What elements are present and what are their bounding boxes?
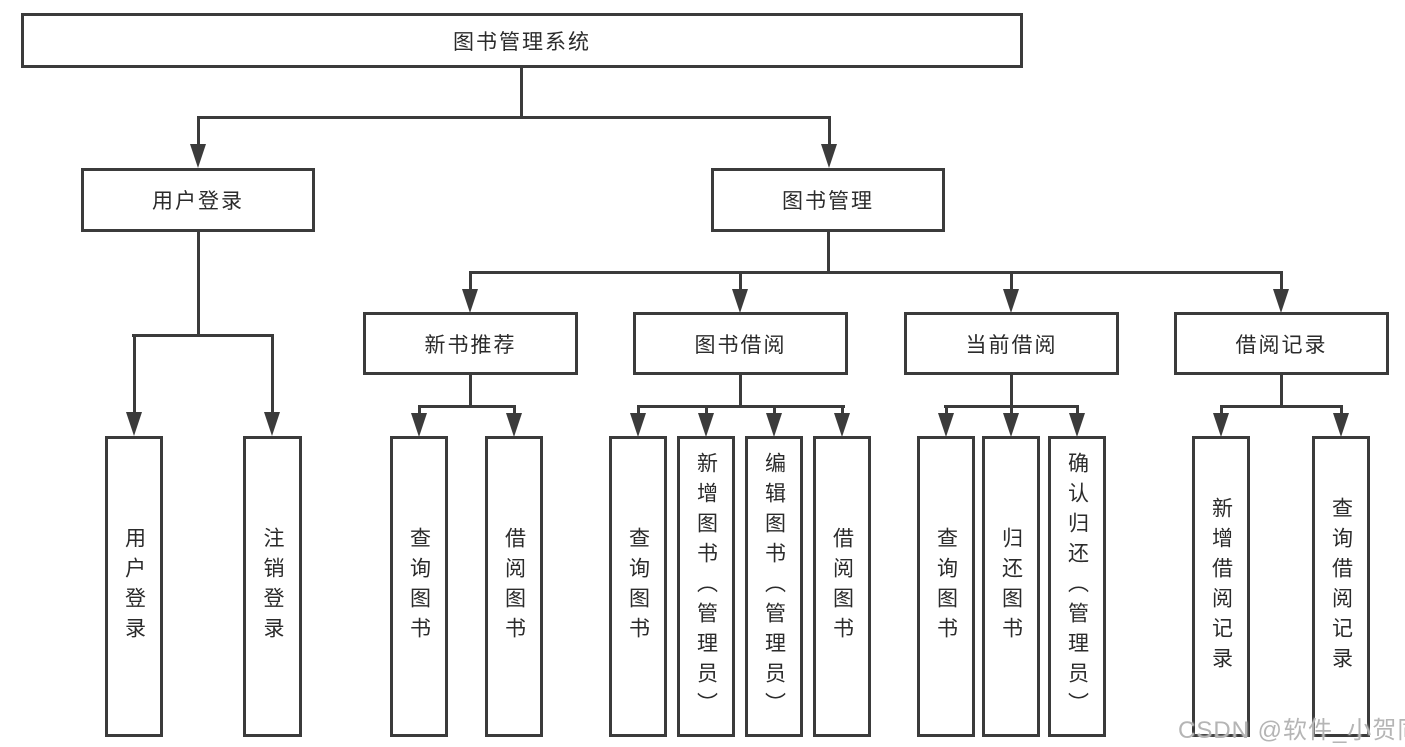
arrow-to-leaf-logout bbox=[264, 336, 281, 436]
leaf-add-borrow-record: 新增借阅记录 bbox=[1192, 436, 1250, 737]
connector-book-management-splitter bbox=[469, 271, 1283, 274]
node-label: 图书管理 bbox=[782, 190, 874, 213]
arrow-to-borrowing-records bbox=[1273, 273, 1290, 313]
leaf-label: 新增图书（管理员） bbox=[694, 451, 718, 722]
leaf-label: 查询图书 bbox=[407, 526, 431, 647]
arrow-borrow-to-add bbox=[698, 407, 715, 437]
connector-current-borrow-stem bbox=[1010, 373, 1013, 408]
leaf-query-borrow-record: 查询借阅记录 bbox=[1312, 436, 1370, 737]
connector-new-book-splitter bbox=[418, 405, 516, 408]
leaf-label: 注销登录 bbox=[261, 526, 284, 647]
connector-current-borrow-splitter bbox=[944, 405, 1079, 408]
leaf-query-books-current: 查询图书 bbox=[917, 436, 975, 737]
arrow-borrow-to-borrow bbox=[834, 407, 851, 437]
node-library-management-system: 图书管理系统 bbox=[21, 13, 1023, 68]
leaf-edit-books-admin: 编辑图书（管理员） bbox=[745, 436, 803, 737]
arrow-records-to-query bbox=[1333, 407, 1350, 437]
leaf-query-books-borrow: 查询图书 bbox=[609, 436, 667, 737]
leaf-label: 查询借阅记录 bbox=[1329, 496, 1353, 677]
leaf-logout: 注销登录 bbox=[243, 436, 302, 737]
leaf-label: 新增借阅记录 bbox=[1209, 496, 1233, 677]
connector-root-splitter bbox=[197, 116, 831, 119]
leaf-return-books: 归还图书 bbox=[982, 436, 1040, 737]
node-book-borrowing: 图书借阅 bbox=[633, 312, 848, 375]
leaf-label: 查询图书 bbox=[626, 526, 650, 647]
arrow-to-current-borrowing bbox=[1003, 273, 1020, 313]
arrow-records-to-add bbox=[1213, 407, 1230, 437]
arrow-borrow-to-query bbox=[630, 407, 647, 437]
connector-root-stem bbox=[520, 66, 523, 119]
node-label: 用户登录 bbox=[152, 190, 244, 213]
leaf-borrow-books-recommend: 借阅图书 bbox=[485, 436, 543, 737]
arrow-borrow-to-edit bbox=[766, 407, 783, 437]
leaf-label: 确认归还（管理员） bbox=[1065, 451, 1089, 722]
leaf-user-login: 用户登录 bbox=[105, 436, 163, 737]
connector-new-book-stem bbox=[469, 373, 472, 408]
node-new-book-recommendation: 新书推荐 bbox=[363, 312, 578, 375]
arrow-to-new-book-recommendation bbox=[462, 273, 479, 313]
arrow-root-to-user-login bbox=[190, 118, 207, 168]
node-label: 借阅记录 bbox=[1235, 333, 1328, 357]
leaf-borrow-books: 借阅图书 bbox=[813, 436, 871, 737]
node-label: 图书管理系统 bbox=[453, 30, 591, 54]
leaf-label: 借阅图书 bbox=[830, 526, 854, 647]
arrow-current-to-query bbox=[938, 407, 955, 437]
connector-records-stem bbox=[1280, 373, 1283, 408]
connector-records-splitter bbox=[1220, 405, 1343, 408]
arrow-new-book-to-query bbox=[411, 407, 428, 437]
node-label: 新书推荐 bbox=[424, 333, 517, 357]
leaf-label: 借阅图书 bbox=[502, 526, 526, 647]
arrow-current-to-confirm-return bbox=[1069, 407, 1086, 437]
leaf-label: 查询图书 bbox=[934, 526, 958, 647]
watermark: CSDN @软件_小贺同学 bbox=[1178, 717, 1405, 744]
leaf-add-books-admin: 新增图书（管理员） bbox=[677, 436, 735, 737]
leaf-label: 编辑图书（管理员） bbox=[762, 451, 786, 722]
leaf-label: 用户登录 bbox=[122, 526, 146, 647]
node-borrowing-records: 借阅记录 bbox=[1174, 312, 1389, 375]
connector-user-login-splitter bbox=[132, 334, 274, 337]
leaf-query-books-recommend: 查询图书 bbox=[390, 436, 448, 737]
arrow-current-to-return bbox=[1003, 407, 1020, 437]
node-user-login: 用户登录 bbox=[81, 168, 315, 232]
leaf-label: 归还图书 bbox=[999, 526, 1023, 647]
arrow-new-book-to-borrow bbox=[506, 407, 523, 437]
connector-book-borrow-splitter bbox=[637, 405, 845, 408]
node-book-management: 图书管理 bbox=[711, 168, 945, 232]
connector-book-borrow-stem bbox=[739, 373, 742, 408]
leaf-confirm-return-admin: 确认归还（管理员） bbox=[1048, 436, 1106, 737]
arrow-root-to-book-management bbox=[821, 118, 838, 168]
node-label: 图书借阅 bbox=[694, 333, 787, 357]
node-current-borrowing: 当前借阅 bbox=[904, 312, 1119, 375]
node-label: 当前借阅 bbox=[965, 333, 1058, 357]
connector-user-login-stem bbox=[197, 230, 200, 337]
arrow-to-book-borrowing bbox=[732, 273, 749, 313]
arrow-to-leaf-user-login bbox=[126, 336, 143, 436]
connector-book-management-stem bbox=[827, 230, 830, 274]
